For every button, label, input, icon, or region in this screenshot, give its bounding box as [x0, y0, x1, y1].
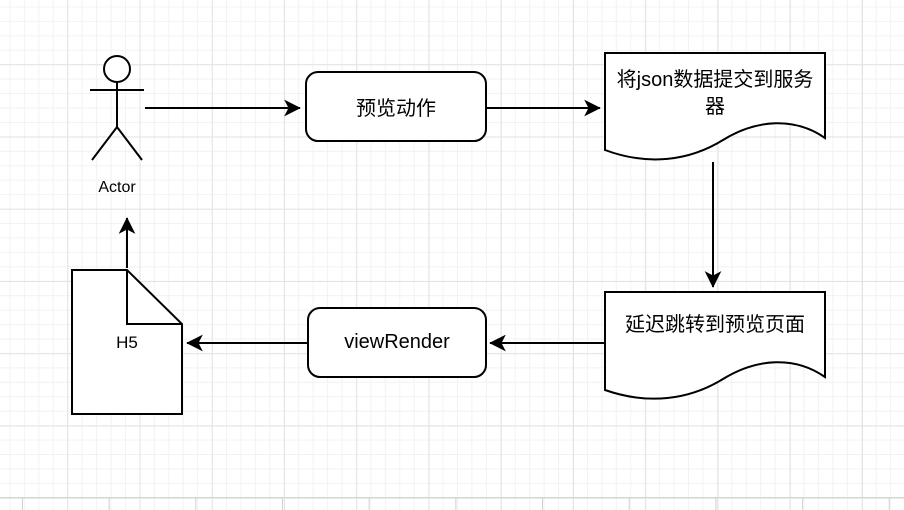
node-h5[interactable]	[71, 269, 183, 415]
view-render-label: viewRender	[344, 331, 450, 353]
preview-action-label: 预览动作	[356, 98, 436, 120]
h5-label: H5	[116, 333, 138, 352]
node-actor[interactable]	[90, 55, 144, 161]
node-submit-json[interactable]	[604, 52, 826, 161]
actor-head	[103, 55, 131, 83]
delay-redirect-label: 延迟跳转到预览页面	[625, 314, 805, 336]
node-delay-redirect[interactable]	[604, 291, 826, 400]
actor-left-leg	[91, 126, 118, 161]
node-view-render[interactable]	[307, 307, 487, 378]
page-boundary	[0, 497, 904, 510]
submit-json-label: 将json数据提交到服务器	[616, 69, 814, 118]
node-preview-action[interactable]	[305, 71, 487, 142]
note-fold	[126, 270, 182, 325]
actor-label: Actor	[98, 179, 136, 196]
actor-right-leg	[116, 126, 143, 161]
